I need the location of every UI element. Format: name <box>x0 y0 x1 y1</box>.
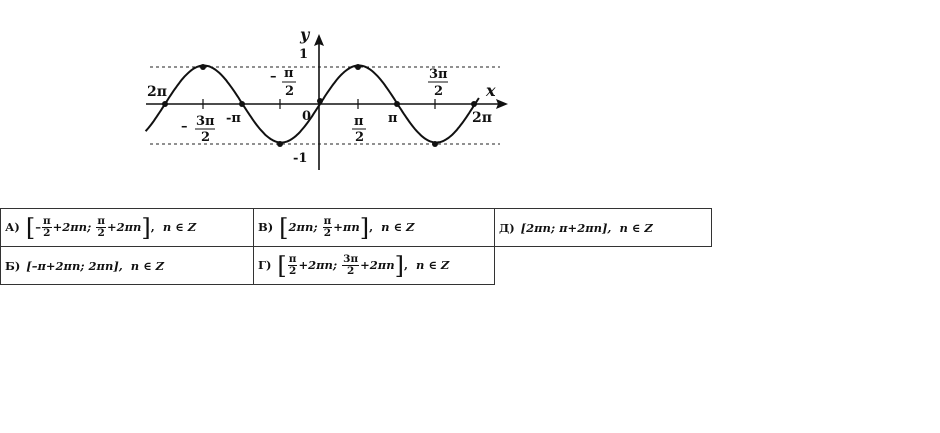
label-pi: π <box>388 111 398 126</box>
option-a-sign: – <box>35 219 41 234</box>
point-max-right <box>355 64 361 70</box>
label-three-pi-half-num: 3π <box>429 67 448 82</box>
option-v-condition: n ∈ Z <box>381 219 415 234</box>
option-b-condition: n ∈ Z <box>130 258 165 273</box>
x-axis-arrow <box>496 99 508 109</box>
option-g-condition: n ∈ Z <box>415 257 450 272</box>
option-a-label: А) <box>5 219 20 234</box>
option-b-text: [–π+2πn; 2πn], <box>26 258 123 273</box>
option-a-part1-tail: +2πn; <box>52 219 92 234</box>
label-two-pi-left: 2π <box>147 84 167 100</box>
x-axis-label: x <box>485 81 496 100</box>
origin-label: 0 <box>302 109 311 124</box>
label-minus-pi-half-sign: – <box>270 69 277 84</box>
bracket-open: [ <box>277 251 287 280</box>
option-b[interactable]: Б) [–π+2πn; 2πn], n ∈ Z <box>0 246 254 285</box>
empty-cell <box>495 247 712 285</box>
label-two-pi-right: 2π <box>472 110 492 126</box>
label-pi-half-num: π <box>354 114 364 129</box>
point-origin <box>317 98 323 104</box>
option-g-part2-tail: +2πn <box>360 257 395 272</box>
y-axis-label: y <box>299 25 311 44</box>
bracket-close: ] <box>394 251 404 280</box>
option-v-part2-tail: +πn <box>333 219 360 234</box>
bracket-open: [ <box>25 213 36 242</box>
option-d-label: Д) <box>499 220 515 235</box>
x-ticks <box>202 99 436 109</box>
label-three-pi-half-den: 2 <box>434 84 443 99</box>
point-min-right <box>432 141 438 147</box>
label-minus-pi: -π <box>226 111 241 126</box>
option-g-label: Г) <box>258 257 272 272</box>
option-g-part1-tail: +2πn; <box>298 257 338 272</box>
label-minus-pi-half-den: 2 <box>285 84 294 99</box>
option-a-condition: n ∈ Z <box>162 219 197 234</box>
option-v-part1: 2πn; <box>288 219 318 234</box>
key-points <box>162 64 477 147</box>
option-d-condition: n ∈ Z <box>619 220 653 235</box>
label-minus-pi-half-num: π <box>284 66 294 81</box>
label-minus-three-pi-half-num: 3π <box>196 114 215 129</box>
bracket-open: [ <box>279 213 289 242</box>
option-b-label: Б) <box>5 258 21 273</box>
y-tick-one: 1 <box>299 47 308 62</box>
label-minus-three-pi-half-sign: – <box>181 119 188 134</box>
label-pi-half-den: 2 <box>355 130 364 145</box>
label-minus-three-pi-half-den: 2 <box>201 130 210 145</box>
point-zero-two-pi <box>471 101 477 107</box>
bracket-close: ] <box>141 213 151 242</box>
option-d-text: [2πn; π+2πn], <box>520 220 612 235</box>
bracket-close: ] <box>359 213 370 242</box>
y-tick-minus-one: -1 <box>293 151 307 166</box>
point-zero-minus-pi <box>239 101 245 107</box>
sine-graph: y x 1 -1 0 2π – 3π 2 -π – π 2 π 2 π 3π 2… <box>144 25 508 170</box>
point-max-left <box>200 64 206 70</box>
y-axis-arrow <box>314 34 324 46</box>
point-zero-pi <box>394 101 400 107</box>
point-min-left <box>277 141 283 147</box>
point-zero-left <box>162 101 168 107</box>
option-d[interactable]: Д) [2πn; π+2πn], n ∈ Z <box>494 208 712 247</box>
option-v-label: В) <box>258 219 274 234</box>
option-a-part2-tail: +2πn <box>107 219 142 234</box>
